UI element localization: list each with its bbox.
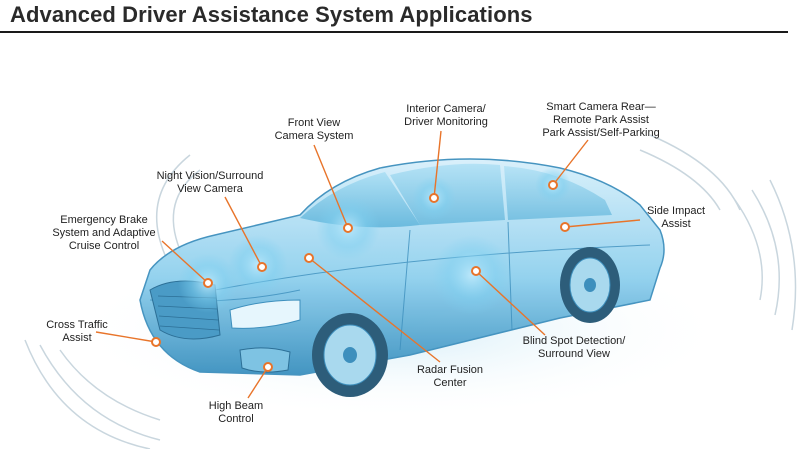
sensor-dot-night-vision (257, 262, 267, 272)
sensor-points (151, 180, 570, 372)
label-night-vision: Night Vision/Surround View Camera (156, 170, 264, 195)
sensor-dot-rear-camera (548, 180, 558, 190)
sensor-waves (24, 134, 797, 449)
sensor-dot-radar-fusion (304, 253, 314, 263)
sensor-dot-front-view (343, 223, 353, 233)
rear-wheel (560, 247, 620, 323)
label-interior-camera: Interior Camera/ Driver Monitoring (404, 103, 488, 128)
sensor-dot-cross-traffic (151, 337, 161, 347)
label-emergency-brake: Emergency Brake System and Adaptive Crui… (52, 214, 156, 252)
label-side-impact: Side Impact Assist (646, 205, 706, 230)
headlight (229, 299, 301, 329)
sensor-dot-high-beam (263, 362, 273, 372)
label-high-beam: High Beam Control (208, 400, 264, 425)
label-cross-traffic: Cross Traffic Assist (46, 319, 108, 344)
sensor-dot-blind-spot (471, 266, 481, 276)
sensor-dot-emergency-brake (203, 278, 213, 288)
label-blind-spot: Blind Spot Detection/ Surround View (522, 335, 626, 360)
title-divider (0, 31, 788, 33)
front-wheel (312, 313, 388, 397)
fog-light-housing (239, 347, 291, 373)
label-radar-fusion: Radar Fusion Center (416, 364, 484, 389)
leader-lines (95, 130, 641, 399)
page-title: Advanced Driver Assistance System Applic… (10, 2, 533, 27)
label-front-view-camera: Front View Camera System (274, 117, 354, 142)
sensor-dot-side-impact (560, 222, 570, 232)
sensor-dot-interior (429, 193, 439, 203)
label-smart-camera-rear: Smart Camera Rear— Remote Park Assist Pa… (542, 101, 660, 139)
